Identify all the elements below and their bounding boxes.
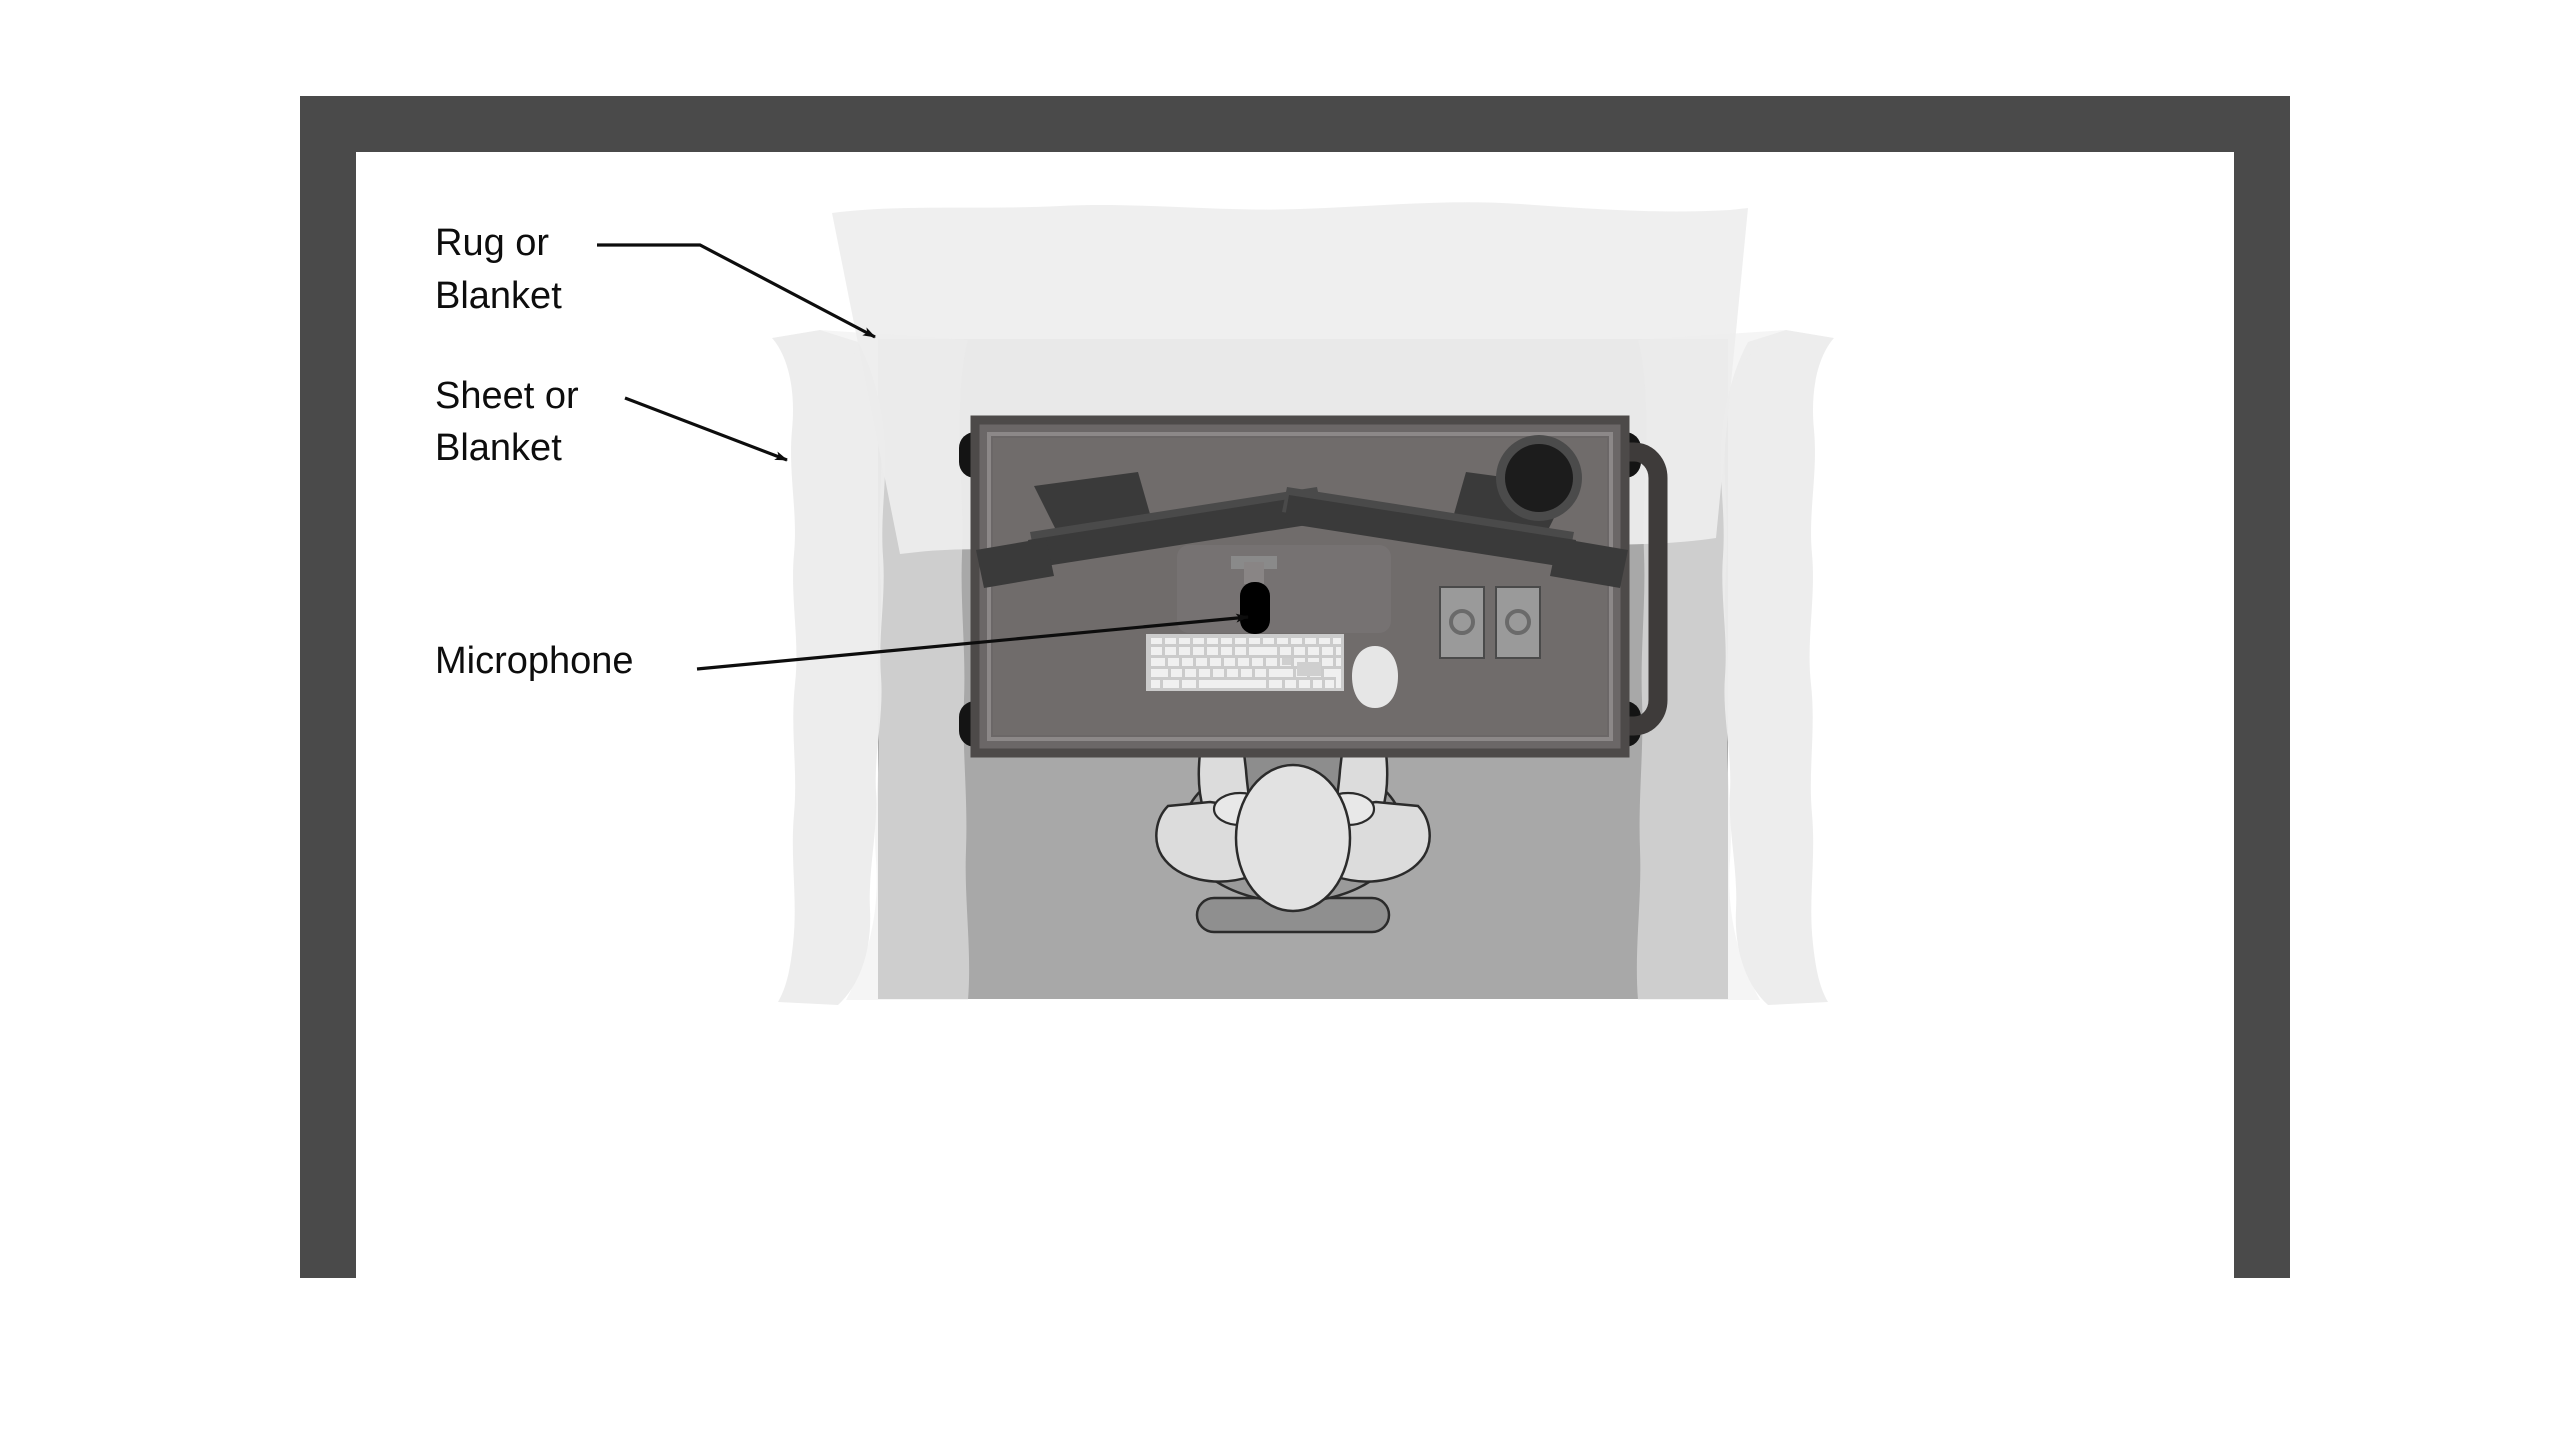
leader-line-sheet <box>624 396 788 462</box>
leader-line-microphone <box>696 613 1249 671</box>
monitor-right-edge <box>1550 538 1628 588</box>
monitor-arm-rail <box>1604 442 1668 736</box>
person-in-chair <box>1155 751 1431 934</box>
callout-label-microphone: Microphone <box>435 640 634 682</box>
microphone-body <box>1240 582 1270 634</box>
person-head <box>1234 763 1352 913</box>
keyboard <box>1146 634 1344 691</box>
desk-mat <box>1177 545 1391 633</box>
speaker-left <box>1439 586 1485 659</box>
speaker-right <box>1495 586 1541 659</box>
callout-leaders <box>597 243 1249 671</box>
callout-labels: Rug or Blanket Sheet or Blanket Micropho… <box>435 222 634 682</box>
microphone-stem <box>1244 562 1264 584</box>
round-speaker <box>1496 435 1582 521</box>
desk <box>959 415 1668 758</box>
monitor-left <box>976 472 1322 588</box>
mouse <box>1352 646 1398 708</box>
sheet-or-blanket-right <box>1636 330 1834 1005</box>
leader-line-rug <box>597 243 876 339</box>
callout-label-sheet-line2: Blanket <box>435 427 562 469</box>
sheet-or-blanket-left <box>772 330 970 1005</box>
callout-label-sheet-line1: Sheet or <box>435 375 579 417</box>
monitor-right-panel <box>1284 495 1576 568</box>
monitor-left-edge <box>976 538 1054 588</box>
monitor-left-panel <box>1028 495 1320 568</box>
callout-label-rug-line2: Blanket <box>435 275 562 317</box>
callout-label-rug-line1: Rug or <box>435 222 549 264</box>
